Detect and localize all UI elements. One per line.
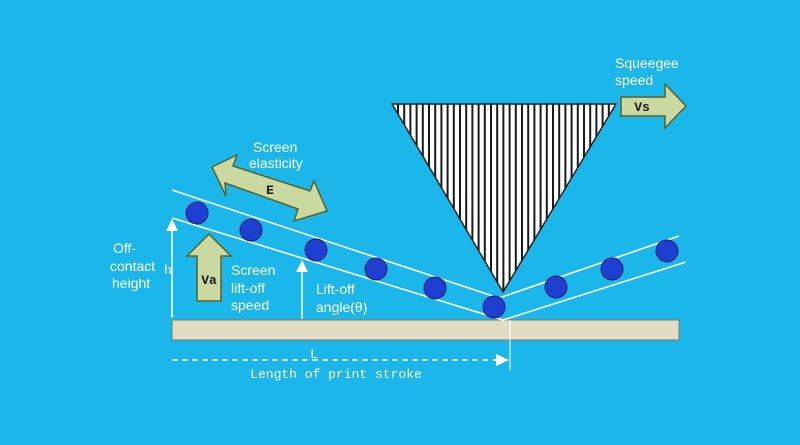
screen-line-lower (171, 217, 687, 321)
vs-label: Vs (634, 100, 650, 115)
screen-elasticity-label: Screen elasticity (249, 139, 303, 171)
print-stroke-label: Length of print stroke (250, 367, 422, 382)
screen-liftoff-speed-arrow (185, 232, 233, 302)
liftoff-angle-label: Lift-off angle(θ) (316, 281, 367, 315)
paste-particles (185, 201, 679, 319)
paste-particle (364, 257, 388, 281)
paste-particle (600, 257, 624, 281)
h-label: h (164, 263, 172, 278)
va-label: Va (201, 273, 217, 288)
liftoff-angle-indicator (296, 260, 308, 319)
squeegee (390, 103, 618, 294)
squeegee-speed-arrow (620, 82, 688, 130)
paste-particle (185, 201, 209, 225)
squeegee-speed-label: Squeegee speed (615, 55, 683, 88)
print-stroke-length-indicator (172, 320, 511, 370)
e-label: E (266, 183, 274, 198)
off-contact-height-label: Off- contact height (110, 240, 159, 291)
screen-liftoff-speed-label: Screen lift-off speed (231, 262, 279, 313)
paste-particle (423, 276, 447, 300)
off-contact-height-indicator (166, 219, 178, 318)
paste-particle (655, 239, 679, 263)
paste-particle (239, 218, 263, 242)
l-label: L (310, 347, 318, 362)
paste-particle (544, 275, 568, 299)
substrate (171, 319, 680, 341)
screen-elasticity-arrow (210, 153, 329, 223)
paste-particle (304, 238, 328, 262)
paste-particle (482, 295, 506, 319)
